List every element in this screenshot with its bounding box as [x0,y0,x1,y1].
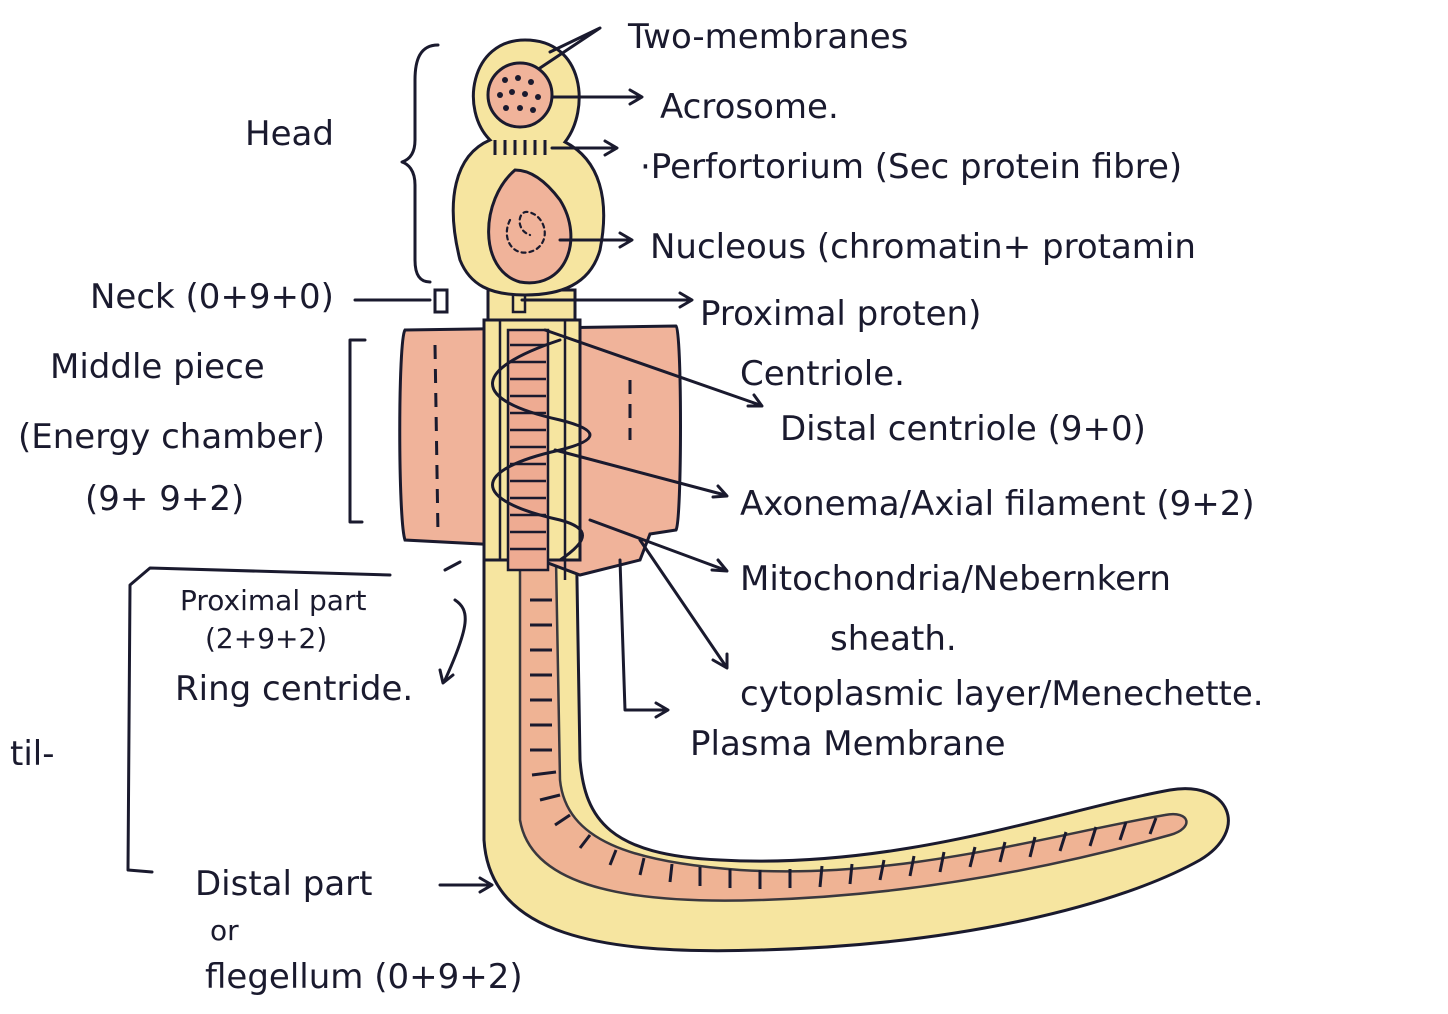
label-axonema: Axonema/Axial filament (9+2) [740,484,1255,524]
label-distal-part-3: flegellum (0+9+2) [205,957,523,997]
label-distal-centriole: Distal centriole (9+0) [780,409,1146,449]
label-middle-piece-3: (9+ 9+2) [85,479,244,519]
axial-core-inner [508,330,548,570]
label-plasma-membrane: Plasma Membrane [690,724,1006,764]
label-distal-part-2: or [210,914,239,947]
label-tail: til- [10,734,55,774]
label-ring-centriole: Ring centride. [175,669,413,709]
label-proximal-centriole-2: Centriole. [740,354,905,394]
label-mitochondria-1: Mitochondria/Nebernkern [740,559,1171,599]
label-cytoplasmic-layer: cytoplasmic layer/Menechette. [740,674,1264,714]
neck-bracket [435,290,447,312]
label-perforatorium: ·Perfortorium (Sec protein fibre) [640,147,1182,187]
label-distal-part-1: Distal part [195,864,373,904]
label-neck: Neck (0+9+0) [90,277,334,317]
label-two-membranes: Two-membranes [627,17,908,57]
label-acrosome: Acrosome. [660,87,839,127]
brackets [128,45,438,872]
label-middle-piece-1: Middle piece [50,347,265,387]
label-nucleus: Nucleous (chromatin+ protamin [650,227,1196,267]
label-mitochondria-2: sheath. [830,619,957,659]
label-head: Head [245,114,334,154]
label-proximal-centriole-1: Proximal proten) [700,294,981,334]
label-proximal-part-2: (2+9+2) [205,622,327,655]
label-middle-piece-2: (Energy chamber) [18,417,325,457]
label-proximal-part-1: Proximal part [180,584,366,617]
middle-bracket [350,340,365,522]
head-bracket [402,45,438,282]
